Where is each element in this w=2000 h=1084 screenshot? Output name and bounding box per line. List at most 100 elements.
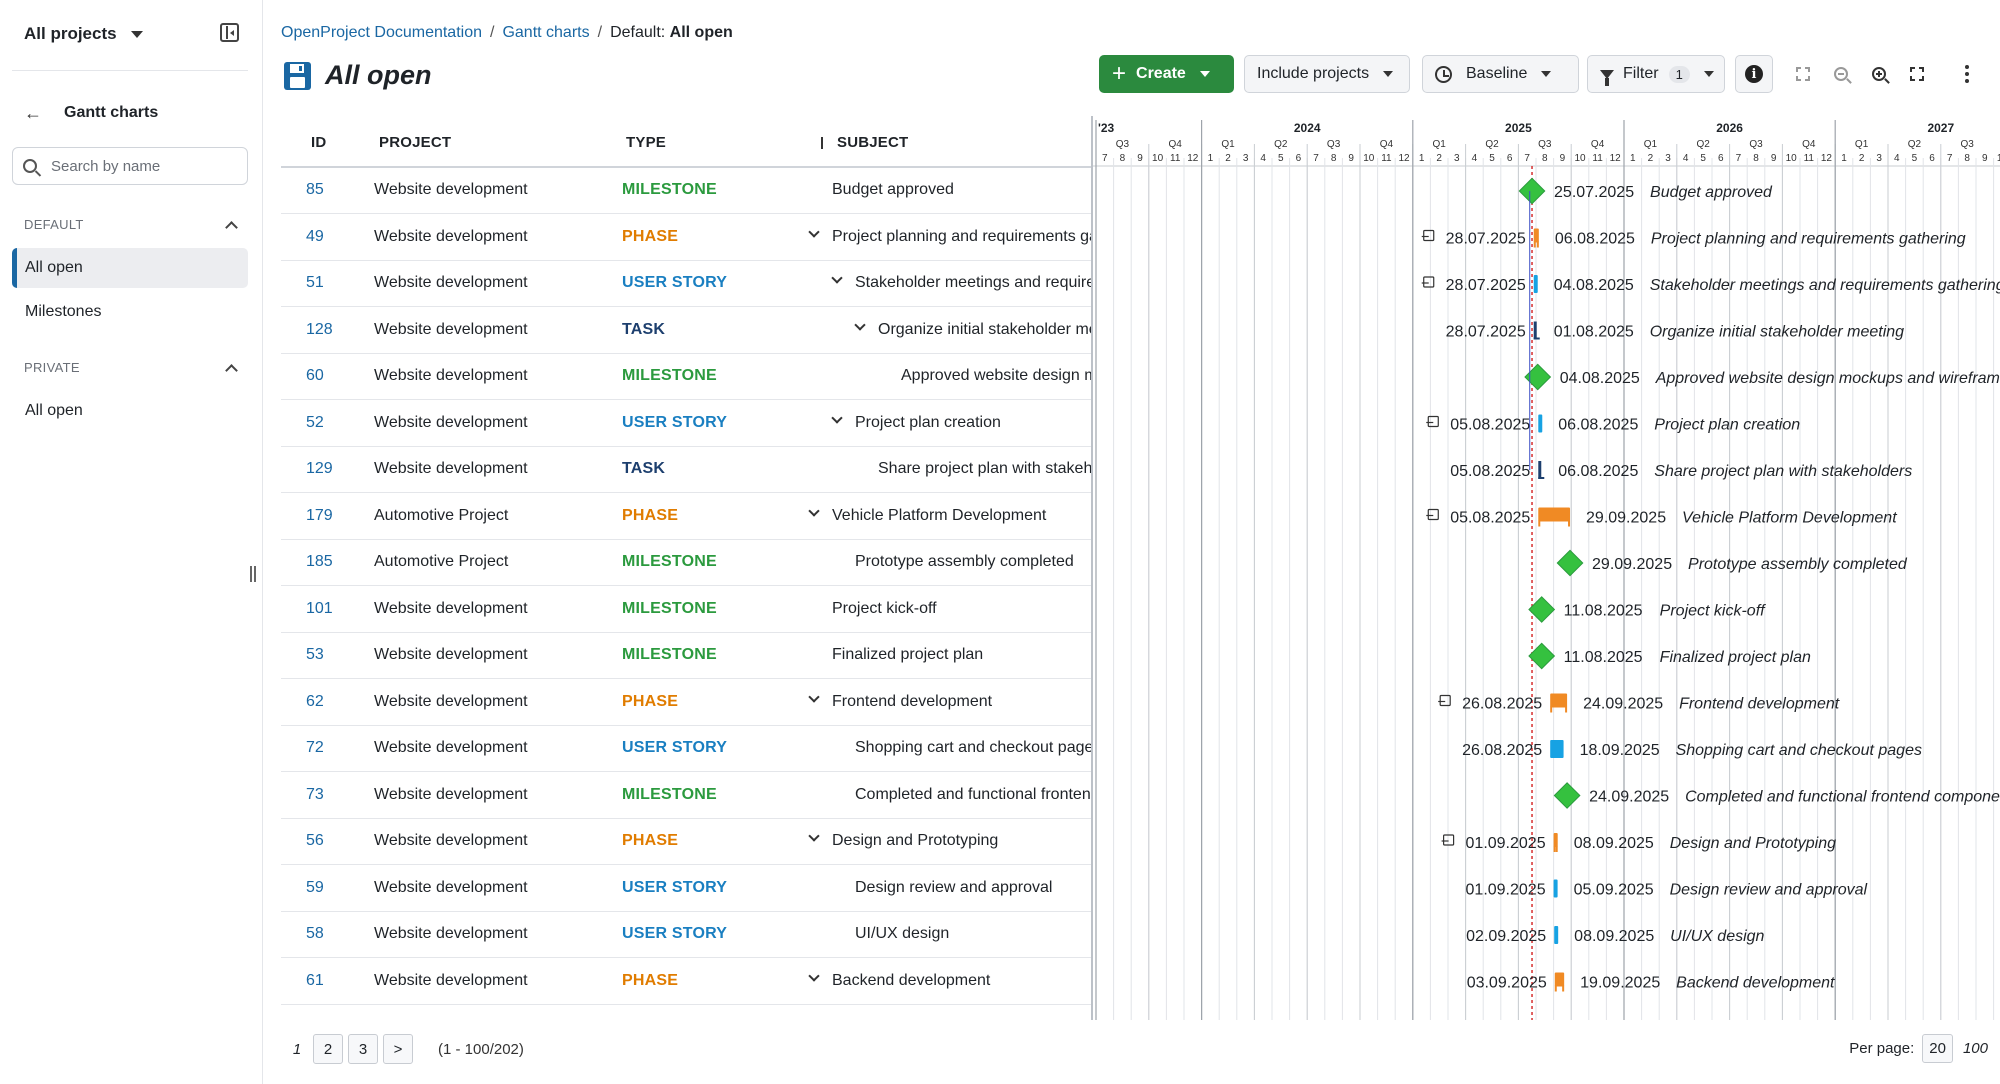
row-id-link[interactable]: 61: [306, 971, 324, 989]
chevron-down-icon[interactable]: [808, 504, 820, 517]
sidebar-item-all-open-default[interactable]: All open: [12, 248, 248, 288]
project-selector[interactable]: All projects: [24, 20, 143, 48]
row-id-link[interactable]: 51: [306, 274, 324, 291]
row-subject[interactable]: Completed and functional frontend compon…: [855, 785, 1091, 803]
section-private-header[interactable]: PRIVATE: [24, 360, 240, 377]
zoom-out-button[interactable]: [1822, 55, 1860, 93]
sidebar-search[interactable]: [12, 147, 248, 185]
create-button[interactable]: + Create: [1099, 55, 1234, 93]
row-id-link[interactable]: 62: [306, 692, 324, 710]
per-page-20[interactable]: 20: [1922, 1034, 1953, 1063]
sidebar-item-milestones[interactable]: Milestones: [12, 292, 248, 332]
chevron-down-icon[interactable]: [831, 411, 843, 424]
next-page-button[interactable]: >: [383, 1034, 413, 1064]
row-id-link[interactable]: 73: [306, 785, 324, 803]
row-subject[interactable]: Project kick-off: [832, 599, 937, 617]
save-icon[interactable]: [284, 62, 311, 90]
page-3-button[interactable]: 3: [348, 1034, 378, 1064]
breadcrumb-link-project[interactable]: OpenProject Documentation: [281, 24, 482, 41]
row-id-link[interactable]: 53: [306, 646, 324, 663]
sidebar-toggle-icon[interactable]: [220, 23, 239, 42]
row-subject[interactable]: Prototype assembly completed: [855, 553, 1074, 570]
column-header-project[interactable]: PROJECT: [379, 134, 452, 151]
zoom-in-button[interactable]: [1860, 55, 1898, 93]
column-header-id[interactable]: ID: [311, 134, 327, 151]
row-subject[interactable]: Budget approved: [832, 181, 954, 198]
baseline-button[interactable]: Baseline: [1422, 55, 1579, 93]
row-id-link[interactable]: 185: [306, 553, 333, 570]
page-title[interactable]: All open: [325, 60, 432, 90]
more-actions-button[interactable]: [1948, 55, 1986, 93]
chevron-down-icon[interactable]: [808, 225, 820, 238]
row-subject[interactable]: Backend development: [832, 971, 991, 989]
zoom-auto-button[interactable]: [1784, 55, 1822, 93]
filter-button[interactable]: Filter 1: [1587, 55, 1725, 93]
row-id-link[interactable]: 52: [306, 413, 324, 431]
row-subject[interactable]: Shopping cart and checkout pages: [855, 739, 1091, 756]
row-subject[interactable]: Stakeholder meetings and requirements ga…: [855, 274, 1091, 291]
row-subject[interactable]: Project plan creation: [855, 413, 1001, 431]
row-id-link[interactable]: 128: [306, 320, 333, 338]
row-id-link[interactable]: 85: [306, 181, 324, 198]
include-projects-button[interactable]: Include projects: [1244, 55, 1410, 93]
row-id-link[interactable]: 129: [306, 460, 333, 477]
row-subject[interactable]: Project planning and requirements gather…: [832, 227, 1091, 245]
row-subject[interactable]: Vehicle Platform Development: [832, 506, 1047, 524]
column-header-subject[interactable]: SUBJECT: [821, 134, 908, 151]
sidebar-item-all-open-private[interactable]: All open: [12, 391, 248, 431]
row-id-link[interactable]: 72: [306, 739, 324, 756]
row-type: PHASE: [622, 971, 679, 989]
chevron-down-icon[interactable]: [831, 272, 843, 284]
month-label: 9: [1348, 153, 1354, 164]
row-id-link[interactable]: 101: [306, 599, 333, 617]
chevron-down-icon[interactable]: [808, 969, 820, 982]
row-id-link[interactable]: 60: [306, 367, 324, 384]
row-id-link[interactable]: 49: [306, 227, 324, 245]
row-subject[interactable]: Approved website design mockups and wire…: [901, 367, 1091, 384]
column-header-type[interactable]: TYPE: [626, 134, 666, 151]
fullscreen-button[interactable]: [1898, 55, 1936, 93]
row-id-link[interactable]: 59: [306, 878, 324, 896]
row-project: Website development: [374, 320, 528, 338]
chevron-down-icon[interactable]: [808, 690, 820, 703]
row-subject[interactable]: Design and Prototyping: [832, 832, 999, 849]
row-subject[interactable]: Design review and approval: [855, 878, 1053, 896]
per-page-100[interactable]: 100: [1962, 1040, 1988, 1057]
row-id-link[interactable]: 179: [306, 506, 333, 524]
back-to-gantt-charts[interactable]: ← Gantt charts: [24, 102, 158, 124]
row-subject[interactable]: Organize initial stakeholder meeting: [878, 320, 1091, 338]
section-default-header[interactable]: DEFAULT: [24, 217, 240, 234]
details-button[interactable]: i: [1735, 55, 1773, 93]
page-2-button[interactable]: 2: [313, 1034, 343, 1064]
row-subject[interactable]: UI/UX design: [855, 925, 950, 942]
breadcrumb-link-gantt-charts[interactable]: Gantt charts: [502, 24, 590, 41]
chevron-down-icon[interactable]: [854, 318, 866, 331]
row-id-link[interactable]: 58: [306, 925, 324, 942]
sidebar-search-input[interactable]: [51, 157, 231, 175]
row-subject[interactable]: Finalized project plan: [832, 646, 984, 663]
chevron-down-icon[interactable]: [808, 830, 820, 842]
sidebar-resize-handle[interactable]: [250, 566, 256, 582]
row-subject[interactable]: Frontend development: [832, 692, 993, 710]
row-id-link[interactable]: 56: [306, 832, 324, 849]
row-subject[interactable]: Share project plan with stakeholders: [878, 460, 1091, 477]
